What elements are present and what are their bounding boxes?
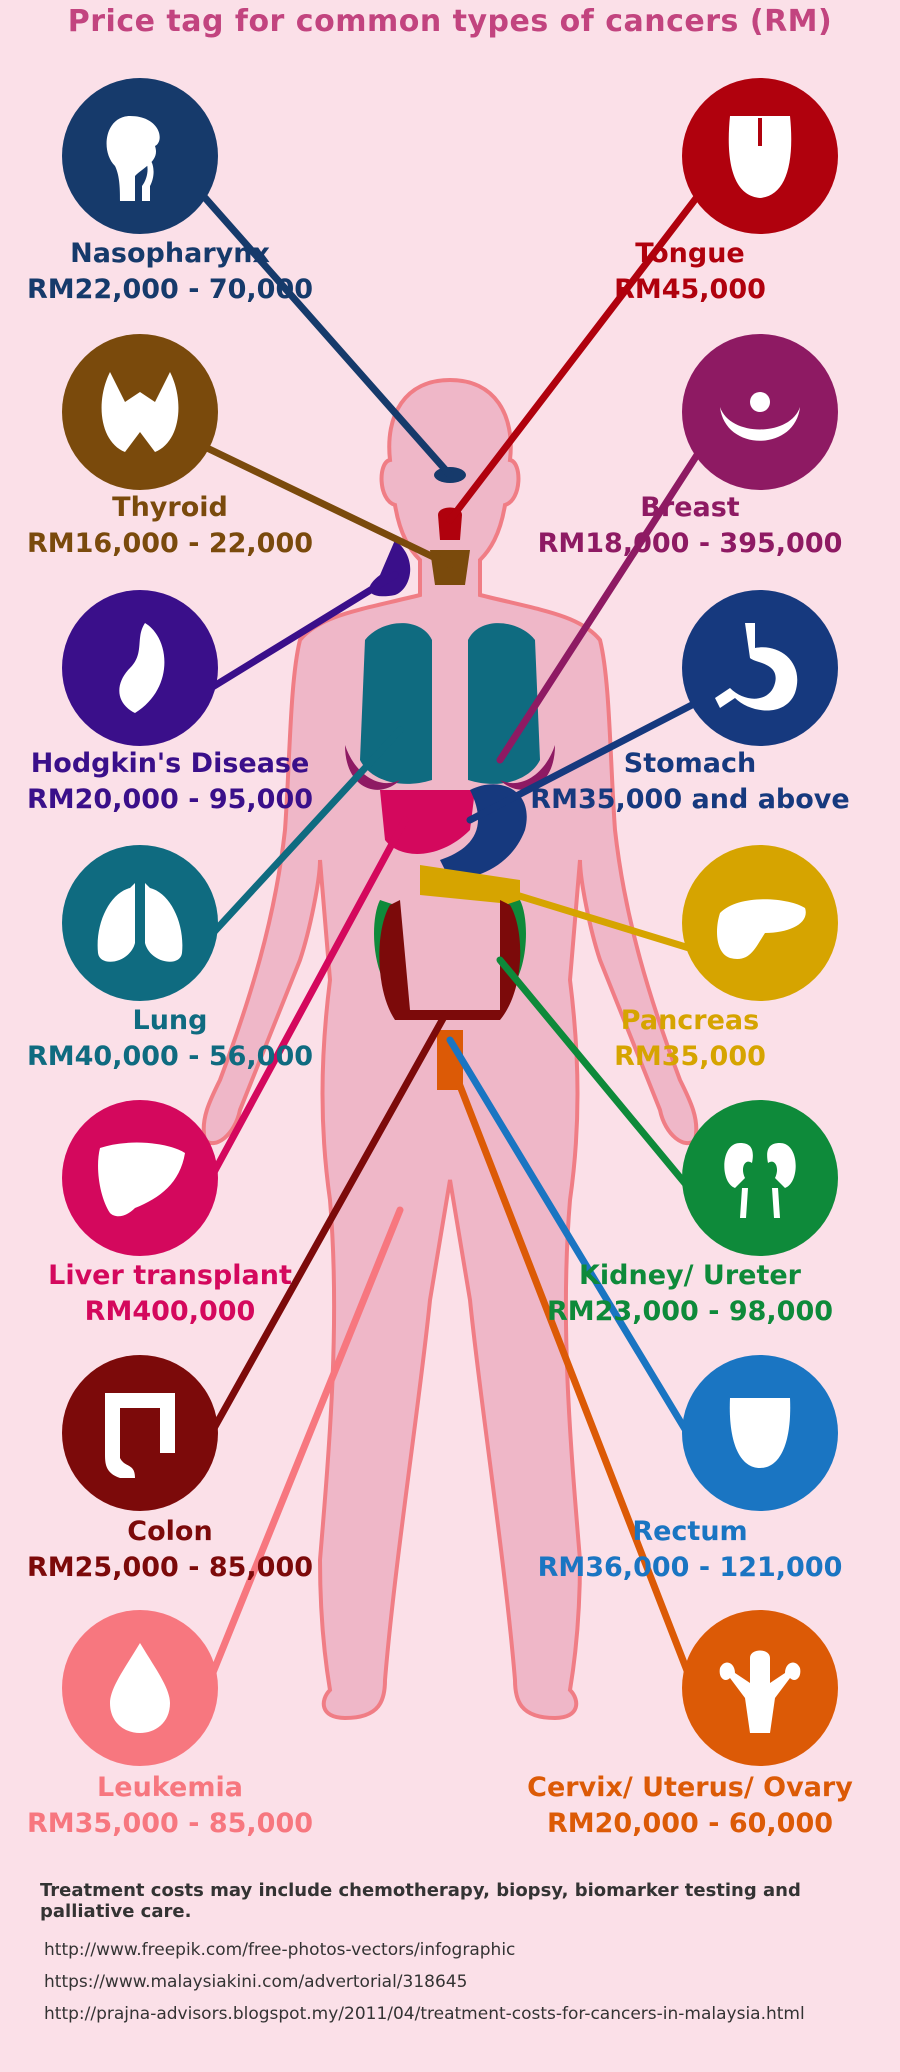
cancer-name: Thyroid <box>112 492 228 523</box>
uterus-icon <box>719 1650 801 1733</box>
connector-line <box>191 438 454 569</box>
connector-line <box>191 816 409 1212</box>
rectum-icon <box>729 1398 791 1468</box>
cancer-price: RM22,000 - 70,000 <box>26 274 314 305</box>
connector-line <box>191 1206 404 1722</box>
thyroid-icon <box>101 372 179 452</box>
uterus-circle <box>682 1610 838 1766</box>
cancer-name: Colon <box>127 1516 213 1547</box>
cancer-price: RM35,000 and above <box>530 784 850 815</box>
organs <box>345 467 555 1090</box>
cancer-price: RM16,000 - 22,000 <box>26 528 314 559</box>
cancer-name: Lung <box>132 1005 208 1036</box>
cancer-name: Hodgkin's Disease <box>30 748 310 779</box>
blood-drop-icon <box>110 1643 170 1733</box>
cancer-name: Nasopharynx <box>70 238 270 269</box>
lung-left-organ <box>360 623 432 784</box>
connector-line <box>446 1036 709 1467</box>
thyroid-circle <box>62 334 218 490</box>
blood-drop-circle <box>62 1610 218 1766</box>
cancer-name: Stomach <box>623 748 757 779</box>
lungs-icon <box>97 883 183 962</box>
cancer-price: RM35,000 - 85,000 <box>26 1808 314 1839</box>
source-link[interactable]: https://www.malaysiakini.com/advertorial… <box>44 1972 468 1992</box>
connector-line <box>466 694 709 824</box>
connector-line <box>446 182 709 524</box>
cancer-price: RM23,000 - 98,000 <box>546 1296 834 1327</box>
breast-icon <box>720 392 800 441</box>
cancer-name: Pancreas <box>620 1005 760 1036</box>
cancer-name: Leukemia <box>97 1772 243 1803</box>
stomach-icon <box>715 623 798 711</box>
cancer-name: Tongue <box>635 238 745 269</box>
cancer-price: RM45,000 <box>614 274 766 305</box>
cancer-price: RM25,000 - 85,000 <box>26 1552 314 1583</box>
liver-circle <box>62 1100 218 1256</box>
liver-organ <box>380 790 475 854</box>
cancer-price: RM400,000 <box>84 1296 256 1327</box>
rectum-circle <box>682 1355 838 1511</box>
source-link[interactable]: http://prajna-advisors.blogspot.my/2011/… <box>44 2004 805 2024</box>
breast-circle <box>682 334 838 490</box>
nasopharynx-circle <box>62 78 218 234</box>
colon-circle <box>62 1355 218 1511</box>
cancer-price: RM20,000 - 95,000 <box>26 784 314 815</box>
lymph-node-icon <box>119 623 165 713</box>
liver-icon <box>98 1142 185 1217</box>
colon-organ <box>379 900 521 1020</box>
stomach-circle <box>682 590 838 746</box>
nasopharynx-icon <box>106 116 160 201</box>
cancer-name: Kidney/ Ureter <box>579 1260 801 1291</box>
connector-line <box>496 438 709 764</box>
cancer-name: Rectum <box>632 1516 748 1547</box>
connector-line <box>446 1056 709 1722</box>
pancreas-circle <box>682 845 838 1001</box>
source-link[interactable]: http://www.freepik.com/free-photos-vecto… <box>44 1940 516 1960</box>
cancer-price: RM35,000 <box>614 1041 766 1072</box>
cancer-name: Cervix/ Uterus/ Ovary <box>527 1772 853 1803</box>
cancer-price: RM36,000 - 121,000 <box>537 1552 843 1583</box>
cancer-price: RM40,000 - 56,000 <box>26 1041 314 1072</box>
footnote: Treatment costs may include chemotherapy… <box>40 1880 801 1922</box>
lung-right-organ <box>468 623 540 784</box>
connector-line <box>191 182 454 479</box>
colon-icon <box>105 1393 175 1478</box>
stomach-organ <box>440 784 527 880</box>
connector-line <box>496 886 709 957</box>
connector-line <box>496 956 709 1212</box>
cancer-price: RM20,000 - 60,000 <box>546 1808 834 1839</box>
pancreas-organ <box>420 865 520 905</box>
kidneys-circle <box>682 1100 838 1256</box>
cancer-name: Breast <box>640 492 740 523</box>
connector-line <box>191 726 404 957</box>
tongue-icon <box>728 116 792 198</box>
kidneys-icon <box>724 1143 796 1218</box>
tongue-circle <box>682 78 838 234</box>
cancer-price: RM18,000 - 395,000 <box>537 528 843 559</box>
cancer-name: Liver transplant <box>48 1260 292 1291</box>
lymph-node-circle <box>62 590 218 746</box>
connector-line <box>191 571 399 702</box>
page-title: Price tag for common types of cancers (R… <box>67 4 833 39</box>
connector-line <box>191 1011 449 1467</box>
connector-lines <box>191 182 709 1722</box>
lungs-circle <box>62 845 218 1001</box>
pancreas-icon <box>717 899 806 959</box>
